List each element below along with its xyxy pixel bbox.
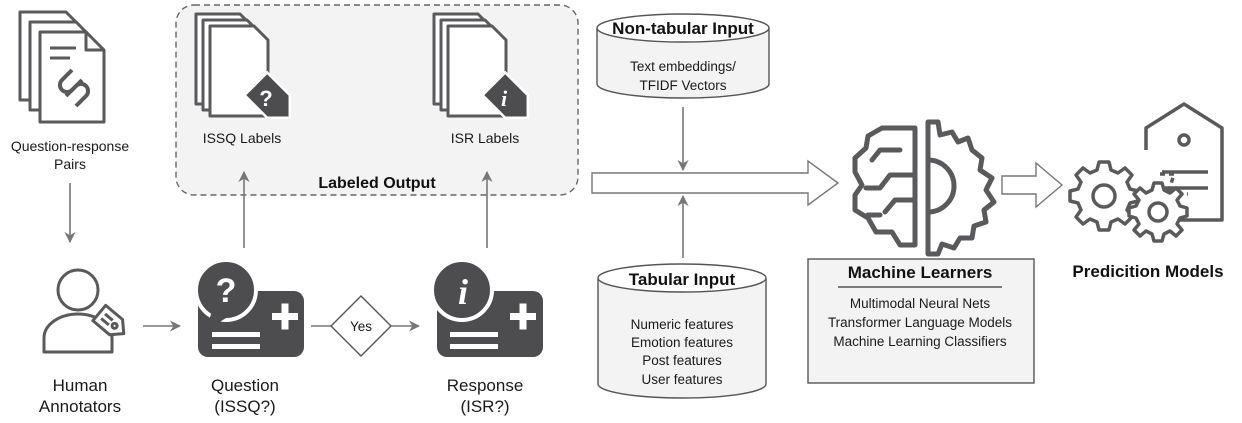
tabular-item-1: Numeric features [631, 317, 734, 332]
arrow-to-prediction-models [1001, 161, 1064, 209]
tabular-input-cylinder [597, 263, 767, 399]
tabular-item-3: Post features [642, 353, 722, 368]
yes-decision-label: Yes [350, 319, 372, 334]
tabular-item-4: User features [641, 372, 722, 387]
big-hollow-arrow [591, 159, 840, 207]
response-label-line1: Response [447, 376, 524, 395]
machine-learners-title: Machine Learners [848, 263, 993, 282]
svg-text:?: ? [259, 86, 272, 111]
documents-link-icon [18, 10, 106, 124]
svg-text:i: i [501, 86, 508, 111]
response-card-icon: i [430, 258, 543, 357]
learner-item-3: Machine Learning Classifiers [833, 334, 1007, 349]
machine-learners-box [807, 258, 1035, 384]
learner-item-1: Multimodal Neural Nets [850, 296, 991, 311]
issq-label-document-icon: ? [194, 12, 292, 120]
prediction-models-title: Predicition Models [1072, 262, 1223, 281]
learner-item-2: Transformer Language Models [828, 315, 1012, 330]
question-label-line2: (ISSQ?) [214, 397, 275, 416]
brain-gear-icon [852, 119, 997, 257]
response-label-line2: (ISR?) [460, 397, 509, 416]
question-card-icon: ? [194, 258, 304, 357]
source-label-line1: Question-response [11, 138, 130, 154]
human-annotator-icon [42, 268, 126, 354]
labeled-output-title: Labeled Output [318, 175, 436, 192]
issq-labels-text: ISSQ Labels [203, 130, 282, 146]
tabular-title: Tabular Input [629, 270, 736, 289]
svg-text:i: i [458, 272, 468, 312]
isr-label-document-icon: i [432, 12, 530, 120]
non-tabular-title: Non-tabular Input [612, 19, 754, 38]
isr-labels-text: ISR Labels [451, 130, 519, 146]
question-label-line1: Question [211, 376, 279, 395]
tabular-item-2: Emotion features [631, 335, 733, 350]
non-tabular-line2: TFIDF Vectors [639, 78, 726, 93]
yes-decision-diamond [330, 295, 392, 357]
annotators-label-line1: Human [53, 376, 108, 395]
source-label-line2: Pairs [54, 156, 86, 172]
annotators-label-line2: Annotators [39, 397, 121, 416]
prediction-model-gears-icon [1068, 102, 1224, 243]
svg-text:?: ? [216, 272, 237, 310]
non-tabular-line1: Text embeddings/ [630, 59, 736, 74]
non-tabular-input-cylinder [596, 13, 770, 99]
